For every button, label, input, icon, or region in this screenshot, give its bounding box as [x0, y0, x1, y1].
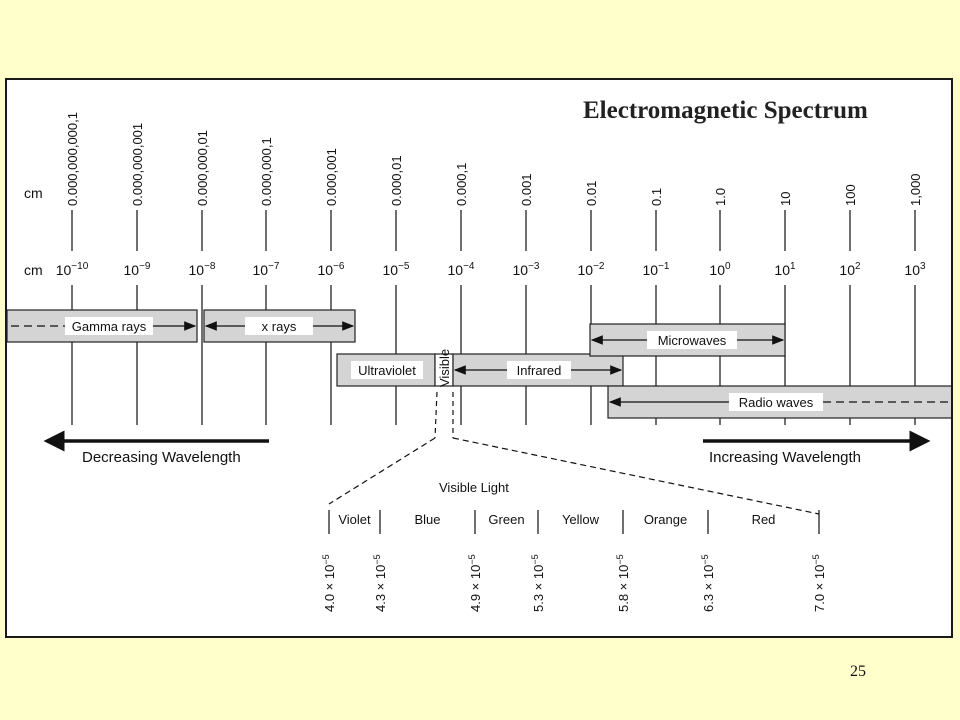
power-unit-label: cm: [24, 262, 43, 278]
band-gamma: Gamma rays: [7, 309, 198, 343]
page-number: 25: [850, 663, 866, 680]
scale-decimal-label: 0.001: [519, 173, 534, 206]
visible-color-label: Red: [752, 512, 776, 527]
scale-power-label: 10−9: [124, 261, 151, 278]
scale-decimal-label: 1,000: [908, 173, 923, 206]
band-radio: Radio waves: [607, 385, 951, 419]
band-ultraviolet: Ultraviolet: [336, 353, 436, 387]
visible-boundary-label: 5.3 × 10−5: [530, 554, 546, 612]
scale-power-label: 10−1: [643, 261, 670, 278]
band-xray: x rays: [203, 309, 356, 343]
visible-color-label: Green: [488, 512, 524, 527]
decimal-unit-label: cm: [24, 185, 43, 201]
band-infrared-label: Infrared: [517, 363, 562, 378]
decreasing-wavelength-label: Decreasing Wavelength: [82, 449, 241, 466]
increasing-wavelength-label: Increasing Wavelength: [709, 449, 861, 466]
decreasing-wavelength-arrow: Decreasing Wavelength: [43, 430, 269, 466]
visible-boundary-label: 4.0 × 10−5: [321, 554, 337, 612]
scale-decimal-label: 0.000,01: [389, 155, 404, 206]
visible-boundary-label: 4.9 × 10−5: [467, 554, 483, 612]
visible-light-scale: 4.0 × 10−5 4.3 × 10−5 4.9 × 10−5 5.3 × 10−5…: [321, 510, 827, 612]
scale-power-label: 100: [709, 261, 731, 278]
spectrum-figure: Electromagnetic Spectrum cm cm 0.000,000…: [5, 78, 953, 638]
diagram-title: Electromagnetic Spectrum: [583, 97, 868, 124]
band-radio-label: Radio waves: [739, 395, 814, 410]
zoom-guide-left-v: [434, 391, 438, 439]
visible-boundary-label: 7.0 × 10−5: [811, 554, 827, 612]
band-visible: Visible: [434, 349, 454, 387]
zoom-guide-left: [328, 437, 436, 505]
scale-power-label: 103: [904, 261, 926, 278]
scale-power-label: 10−10: [56, 261, 89, 278]
scale-decimal-label: 0.000,000,001: [130, 123, 145, 206]
scale-decimal-label: 0.000,1: [454, 163, 469, 206]
scale-power-label: 10−7: [253, 261, 280, 278]
visible-color-label: Orange: [644, 512, 687, 527]
scale-decimal-label: 1.0: [713, 188, 728, 206]
scale-power-label: 10−5: [383, 261, 410, 278]
band-gamma-label: Gamma rays: [72, 319, 147, 334]
scale-power-label: 10−6: [318, 261, 345, 278]
band-microwaves-label: Microwaves: [658, 333, 727, 348]
scale-power-label: 101: [774, 261, 796, 278]
increasing-wavelength-arrow: Increasing Wavelength: [703, 430, 931, 466]
scale-power-label: 10−3: [513, 261, 540, 278]
scale-power-label: 102: [839, 261, 861, 278]
visible-color-label: Blue: [414, 512, 440, 527]
zoom-guide-right: [452, 437, 820, 515]
scale-power-label: 10−8: [189, 261, 216, 278]
scale-decimal-label: 0.000,001: [324, 148, 339, 206]
scale-power-label: 10−4: [448, 261, 475, 278]
band-infrared: Infrared: [452, 353, 624, 387]
band-ultraviolet-label: Ultraviolet: [358, 363, 416, 378]
visible-boundary-label: 6.3 × 10−5: [700, 554, 716, 612]
visible-color-label: Violet: [338, 512, 371, 527]
spectrum-diagram: Electromagnetic Spectrum cm cm 0.000,000…: [7, 97, 951, 612]
scale-decimal-label: 0.01: [584, 181, 599, 206]
visible-boundary-label: 4.3 × 10−5: [372, 554, 388, 612]
scale-power-label: 10−2: [578, 261, 605, 278]
visible-color-label: Yellow: [562, 512, 600, 527]
scale-decimal-label: 10: [778, 192, 793, 206]
visible-light-title: Visible Light: [439, 480, 509, 495]
scale-decimal-label: 100: [843, 184, 858, 206]
scale-decimal-label: 0.000,000,1: [259, 137, 274, 206]
visible-boundary-label: 5.8 × 10−5: [615, 554, 631, 612]
band-xray-label: x rays: [262, 319, 297, 334]
band-visible-label: Visible: [437, 349, 452, 387]
scale-decimal-label: 0.000,000,01: [195, 130, 210, 206]
band-microwaves: Microwaves: [589, 323, 786, 357]
scale-decimal-label: 0.000,000,000,1: [65, 112, 80, 206]
scale-decimal-label: 0.1: [649, 188, 664, 206]
